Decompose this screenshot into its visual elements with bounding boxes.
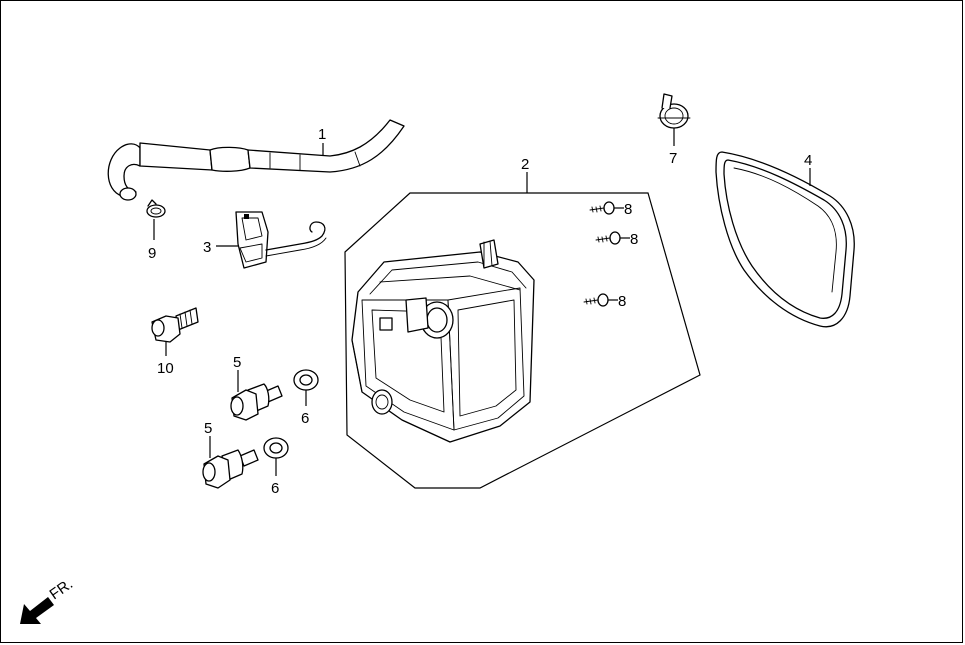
callout-5-upper: 5: [233, 354, 241, 371]
callout-4: 4: [804, 152, 812, 169]
screw-part-8-c: [583, 293, 609, 307]
breather-hose-part-1: [107, 119, 405, 201]
callout-8-b: 8: [630, 231, 638, 248]
front-indicator-label: FR.: [47, 575, 77, 603]
callout-6-upper: 6: [301, 410, 309, 427]
callout-3: 3: [203, 239, 211, 256]
hose-clamp-part-9: [146, 199, 166, 218]
screw-part-8-a: [589, 201, 615, 215]
washer-part-6-lower: [263, 437, 289, 459]
callout-8-a: 8: [624, 201, 632, 218]
bracket-part-3: [235, 211, 327, 269]
callout-8-c: 8: [618, 293, 626, 310]
front-arrow-icon: [20, 597, 54, 624]
hose-clamp-part-7: [657, 93, 691, 129]
assembly-2-outline: [344, 192, 701, 489]
mounting-stud-part-5-upper: [230, 383, 283, 421]
callout-1: 1: [318, 126, 326, 143]
washer-part-6-upper: [293, 369, 319, 391]
mounting-stud-part-5-lower: [202, 449, 259, 489]
head-cover-part-2: [351, 239, 535, 443]
callout-2: 2: [521, 156, 529, 173]
callout-6-lower: 6: [271, 480, 279, 497]
screw-part-8-b: [595, 231, 621, 245]
callout-10: 10: [157, 360, 174, 377]
callout-9: 9: [148, 245, 156, 262]
flange-bolt-part-10: [151, 307, 199, 343]
callout-5-lower: 5: [204, 420, 212, 437]
gasket-part-4: [715, 151, 855, 328]
callout-7: 7: [669, 150, 677, 167]
